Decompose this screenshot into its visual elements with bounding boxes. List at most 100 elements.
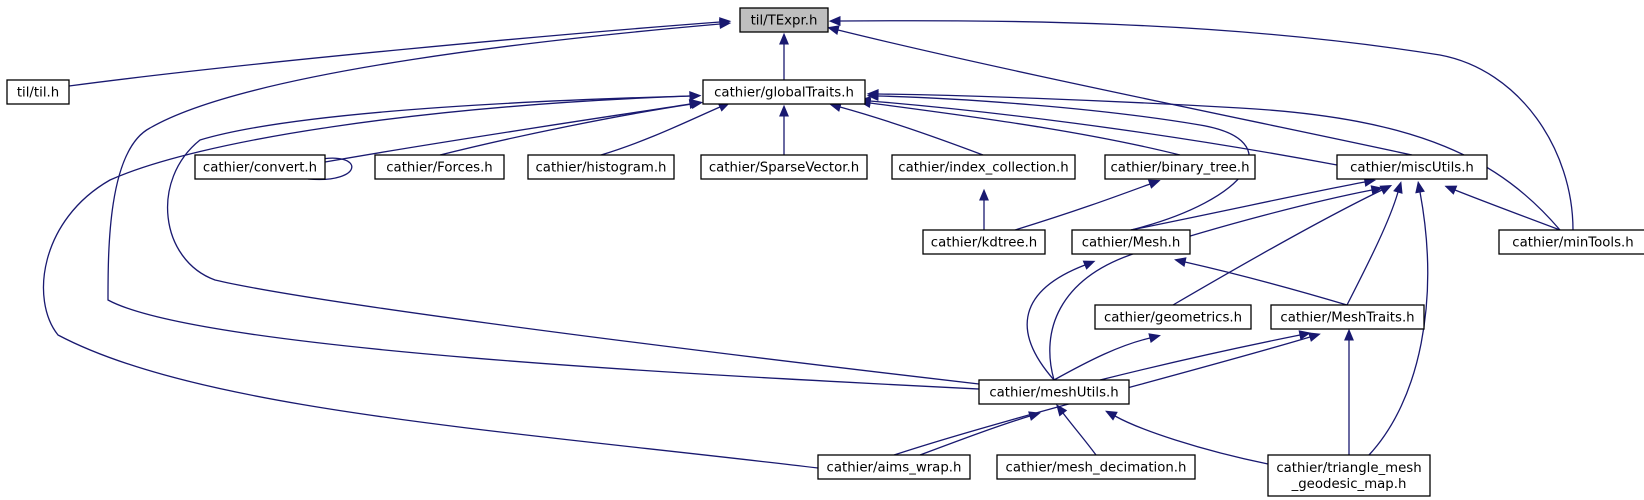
edge-miscutils-to-texpr — [827, 25, 1413, 156]
edge-meshutils-to-texpr — [107, 19, 980, 390]
node-label: cathier/miscUtils.h — [1350, 161, 1474, 176]
node-box — [1104, 154, 1256, 180]
edge-line — [877, 93, 1561, 231]
arrowhead — [1147, 179, 1161, 189]
node-aimswrap[interactable]: cathier/aims_wrap.h — [817, 454, 971, 480]
arrowhead — [828, 16, 841, 26]
node-forces[interactable]: cathier/Forces.h — [374, 154, 505, 180]
edge-til-to-texpr — [68, 17, 732, 87]
arrowhead — [1298, 330, 1312, 340]
edge-line — [1062, 412, 1097, 456]
node-box — [1094, 304, 1252, 330]
arrowhead — [1344, 328, 1354, 341]
edges-layer — [42, 16, 1574, 469]
edge-line — [837, 29, 1413, 156]
node-label: cathier/geometrics.h — [1104, 311, 1242, 326]
node-indexcollection[interactable]: cathier/index_collection.h — [891, 154, 1076, 180]
node-box — [996, 454, 1196, 480]
edge-line — [1099, 334, 1301, 381]
node-box — [1270, 304, 1425, 330]
node-mintools[interactable]: cathier/minTools.h — [1498, 229, 1644, 255]
node-texpr[interactable]: til/TExpr.h — [739, 7, 829, 33]
node-label: til/TExpr.h — [751, 14, 818, 29]
node-mesh[interactable]: cathier/Mesh.h — [1071, 229, 1191, 255]
edge-meshtraits-to-miscutils — [1346, 181, 1403, 306]
edge-meshutils-to-meshtraits — [1099, 330, 1312, 381]
arrowhead — [979, 188, 989, 201]
node-sparsevector[interactable]: cathier/SparseVector.h — [700, 154, 868, 180]
arrowhead — [1308, 332, 1321, 342]
arrowhead — [1379, 185, 1393, 195]
edge-line — [1368, 191, 1429, 456]
node-convert[interactable]: cathier/convert.h — [194, 154, 326, 180]
edge-kdtree-to-indexcollection — [979, 188, 989, 230]
node-box — [1267, 454, 1431, 497]
edge-meshutils-to-geometrics — [1053, 333, 1161, 381]
edge-line — [1184, 261, 1348, 306]
arrowhead — [1082, 260, 1096, 270]
edge-convert-to-globaltraits — [324, 99, 702, 163]
node-label: cathier/convert.h — [203, 161, 317, 176]
node-label: cathier/index_collection.h — [898, 161, 1068, 176]
node-meshutils[interactable]: cathier/meshUtils.h — [978, 379, 1130, 405]
edge-line — [1114, 415, 1269, 465]
node-box — [739, 7, 829, 33]
node-meshdecimation[interactable]: cathier/mesh_decimation.h — [996, 454, 1196, 480]
node-miscutils[interactable]: cathier/miscUtils.h — [1336, 154, 1488, 180]
node-box — [374, 154, 505, 180]
node-label: cathier/aims_wrap.h — [827, 461, 962, 476]
node-label: cathier/Mesh.h — [1082, 236, 1181, 251]
node-box — [702, 79, 866, 105]
edge-mintools-to-texpr — [828, 16, 1574, 231]
node-geometrics[interactable]: cathier/geometrics.h — [1094, 304, 1252, 330]
edge-line — [1130, 181, 1366, 231]
arrowhead — [1174, 257, 1187, 267]
edge-mintools-to-miscutils — [1444, 185, 1561, 231]
node-label: cathier/meshUtils.h — [989, 386, 1118, 401]
edge-line — [877, 95, 1250, 231]
edge-meshdecimation-to-meshutils — [1056, 404, 1097, 456]
arrowhead — [827, 25, 840, 35]
node-label: cathier/mesh_decimation.h — [1006, 461, 1187, 476]
edge-meshutils-to-miscutils — [1049, 185, 1384, 381]
edge-line — [439, 103, 693, 156]
arrowhead — [1105, 410, 1118, 421]
edge-line — [600, 106, 721, 156]
edge-line — [107, 23, 980, 390]
node-til[interactable]: til/til.h — [6, 79, 70, 105]
node-meshtraits[interactable]: cathier/MeshTraits.h — [1270, 304, 1425, 330]
edge-histogram-to-globaltraits — [600, 102, 731, 156]
arrowhead — [1415, 180, 1425, 194]
edge-kdtree-to-binarytree — [1014, 179, 1161, 231]
edge-line — [68, 21, 721, 87]
edge-line — [869, 102, 1181, 156]
node-binarytree[interactable]: cathier/binary_tree.h — [1104, 154, 1256, 180]
node-label: cathier/triangle_mesh — [1276, 461, 1421, 476]
edge-meshutils-to-globaltraits — [167, 91, 980, 385]
edge-aimswrap-to-meshutils — [919, 411, 1041, 456]
arrowhead — [719, 19, 732, 29]
edge-line — [1346, 191, 1399, 306]
node-globaltraits[interactable]: cathier/globalTraits.h — [702, 79, 866, 105]
node-box — [700, 154, 868, 180]
node-label: cathier/binary_tree.h — [1110, 161, 1249, 176]
edge-line — [839, 20, 1574, 231]
node-kdtree[interactable]: cathier/kdtree.h — [922, 229, 1046, 255]
node-label: cathier/MeshTraits.h — [1280, 311, 1414, 326]
arrowhead — [690, 99, 704, 110]
node-trianglemesh[interactable]: cathier/triangle_mesh_geodesic_map.h — [1267, 454, 1431, 497]
edge-meshtraits-to-mesh — [1174, 257, 1348, 306]
node-label: cathier/globalTraits.h — [714, 86, 854, 101]
edge-trianglemesh-to-meshutils — [1105, 410, 1269, 465]
node-histogram[interactable]: cathier/histogram.h — [527, 154, 675, 180]
edge-line — [919, 415, 1031, 456]
arrowhead — [866, 89, 879, 99]
node-box — [891, 154, 1076, 180]
nodes-layer: til/TExpr.h til/til.h cathier/globalTraits… — [6, 7, 1644, 497]
node-box — [6, 79, 70, 105]
node-label: cathier/SparseVector.h — [709, 161, 859, 176]
arrowhead — [689, 91, 702, 101]
edge-indexcollection-to-globaltraits — [829, 102, 984, 156]
arrowhead — [779, 32, 789, 45]
